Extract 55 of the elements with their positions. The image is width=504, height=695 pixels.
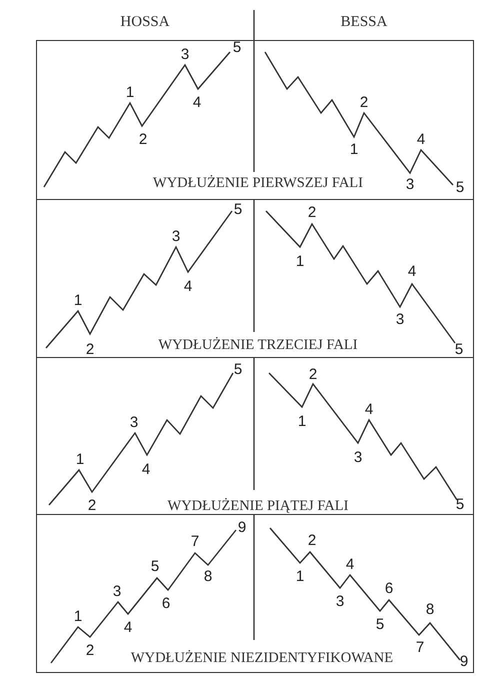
wave-number: 1	[348, 142, 360, 158]
wave-number: 1	[296, 414, 308, 430]
wave-number: 2	[86, 498, 98, 514]
chart-panel	[36, 357, 474, 515]
wave-number: 2	[138, 132, 148, 148]
wave-number: 3	[352, 450, 364, 466]
wave-number: 4	[182, 279, 194, 295]
wave-number: 2	[306, 533, 318, 549]
wave-number: 7	[414, 640, 426, 656]
wave-number: 7	[190, 534, 200, 550]
wave-number: 4	[344, 557, 356, 573]
wave-number: 1	[294, 254, 306, 270]
wave-number: 5	[454, 180, 466, 196]
chart-panel	[36, 514, 474, 673]
wave-number: 3	[394, 312, 406, 328]
column-header: HOSSA	[120, 13, 170, 31]
column-header: BESSA	[340, 13, 388, 31]
wave-number: 3	[112, 584, 122, 600]
wave-number: 4	[364, 402, 374, 418]
wave-number: 8	[424, 602, 436, 618]
panel-caption: WYDŁUŻENIE PIĄTEJ FALI	[166, 498, 350, 514]
wave-number: 4	[406, 264, 418, 280]
wave-number: 2	[306, 205, 318, 221]
wave-number: 4	[416, 132, 426, 148]
wave-number: 5	[232, 40, 242, 56]
wave-number: 6	[160, 596, 172, 612]
wave-number: 5	[374, 617, 386, 633]
wave-number: 5	[454, 497, 466, 513]
wave-number: 2	[84, 643, 96, 659]
wave-number: 3	[128, 415, 140, 431]
wave-number: 3	[170, 229, 182, 245]
wave-number: 5	[150, 559, 160, 575]
wave-number: 2	[358, 95, 370, 111]
wave-number: 5	[232, 202, 244, 218]
wave-number: 9	[236, 520, 248, 536]
wave-number: 1	[124, 85, 136, 101]
wave-number: 3	[180, 47, 190, 63]
wave-number: 5	[454, 342, 464, 358]
wave-number: 4	[140, 462, 152, 478]
wave-number: 3	[404, 177, 416, 193]
chart-panel	[36, 199, 474, 358]
wave-number: 1	[74, 452, 86, 468]
wave-number: 1	[72, 293, 84, 309]
wave-number: 2	[308, 367, 318, 383]
wave-number: 8	[202, 569, 214, 585]
wave-number: 4	[192, 95, 202, 111]
wave-number: 1	[294, 569, 306, 585]
chart-panel	[36, 40, 474, 200]
wave-number: 4	[122, 620, 134, 636]
wave-number: 9	[458, 654, 470, 670]
wave-number: 3	[334, 594, 346, 610]
wave-number: 1	[72, 609, 84, 625]
wave-number: 6	[384, 581, 394, 597]
wave-number: 2	[84, 342, 96, 358]
wave-number: 5	[232, 362, 244, 378]
